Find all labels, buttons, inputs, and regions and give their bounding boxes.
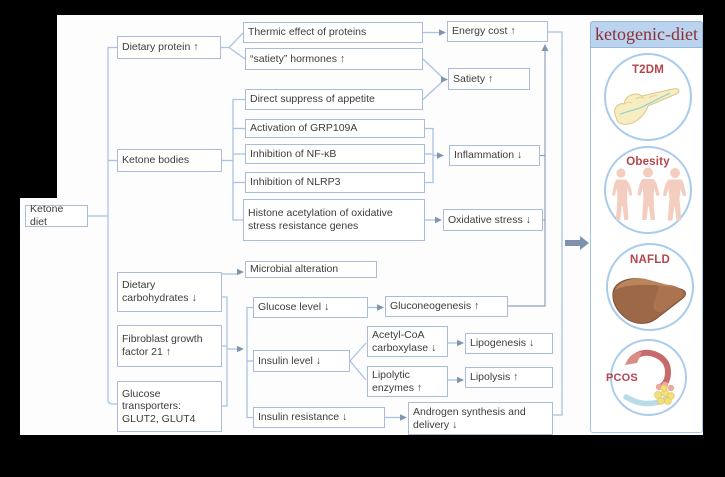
node-insulin-resistance: Insulin resistance ↓ (253, 407, 385, 428)
node-histone-acetylation: Histone acetylation of oxidative stress … (243, 199, 425, 241)
node-androgen-synthesis: Androgen synthesis and delivery ↓ (408, 402, 553, 435)
node-acetyl-coa: Acetyl-CoA carboxylase ↓ (367, 326, 448, 357)
node-insulin-level: Insulin level ↓ (253, 350, 350, 372)
node-satiety: Satiety ↑ (448, 68, 530, 90)
node-fibroblast-growth-factor: Fibroblast growth factor 21 ↑ (117, 325, 222, 367)
disease-circle-obesity: Obesity (604, 146, 692, 234)
ketogenic-diet-panel: ketogenic-diet T2DM Obesity (590, 21, 703, 433)
figure-background-notch (20, 198, 57, 435)
disease-circle-nafld: NAFLD (606, 243, 694, 331)
node-microbial-alteration: Microbial alteration (245, 261, 377, 278)
liver-illustration (612, 278, 687, 324)
disease-label-nafld: NAFLD (630, 254, 670, 266)
node-inhibition-nfkb: Inhibition of NF-κB (245, 144, 425, 164)
node-thermic-effect: Thermic effect of proteins (243, 22, 423, 43)
panel-header: ketogenic-diet (590, 21, 703, 48)
node-inhibition-nlrp3: Inhibition of NLRP3 (245, 172, 425, 193)
node-satiety-hormones: “satiety” hormones ↑ (245, 48, 423, 70)
disease-label-t2dm: T2DM (631, 64, 665, 76)
node-direct-suppress: Direct suppress of appetite (245, 89, 423, 110)
pancreas-illustration (614, 88, 680, 125)
disease-label-obesity: Obesity (626, 156, 670, 168)
node-gluconeogenesis: Gluconeogenesis ↑ (385, 296, 508, 317)
node-dietary-protein: Dietary protein ↑ (117, 36, 221, 59)
node-lipogenesis: Lipogenesis ↓ (465, 333, 553, 354)
node-glucose-transporters: Glucose transporters: GLUT2, GLUT4 (117, 381, 222, 432)
obesity-figures-illustration (612, 167, 686, 221)
node-ketone-bodies: Ketone bodies (117, 149, 222, 172)
node-energy-cost: Energy cost ↑ (447, 21, 548, 42)
node-glucose-level: Glucose level ↓ (253, 297, 368, 318)
node-inflammation: Inflammation ↓ (449, 145, 540, 166)
disease-circle-t2dm: T2DM (604, 53, 692, 141)
node-dietary-carbohydrates: Dietary carbohydrates ↓ (117, 272, 222, 312)
disease-circle-pcos: PCOS (606, 339, 687, 416)
node-activation-grp109a: Activation of GRP109A (245, 119, 425, 138)
uterus-ovary-illustration (623, 349, 675, 407)
disease-label-pcos: PCOS (606, 372, 638, 384)
node-oxidative-stress: Oxidative stress ↓ (443, 209, 543, 231)
node-lipolytic-enzymes: Lipolytic enzymes ↑ (367, 366, 448, 397)
node-lipolysis: Lipolysis ↑ (465, 367, 553, 388)
node-ketone-diet: Ketone diet (25, 203, 88, 228)
panel-title: ketogenic-diet (595, 24, 698, 44)
